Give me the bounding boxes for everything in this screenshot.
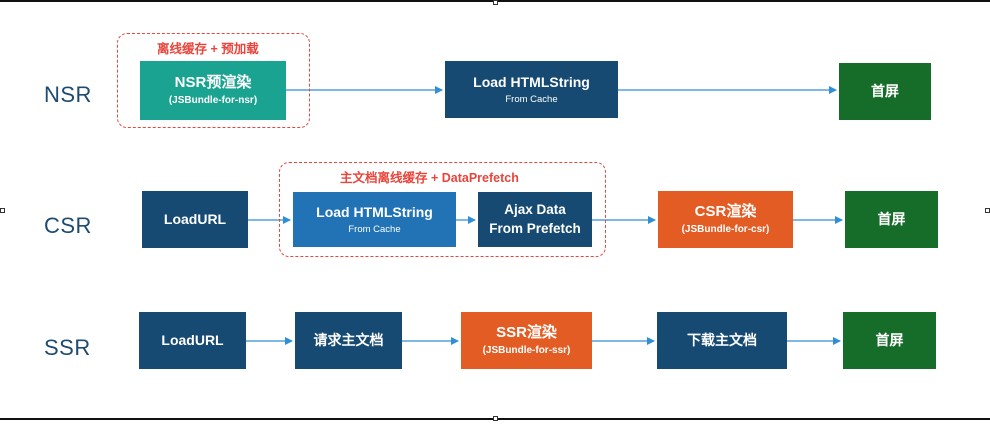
ssr-download-doc-label: 下载主文档 (687, 332, 757, 349)
nsr-offline-group (117, 33, 310, 128)
csr-first-screen-label: 首屏 (877, 211, 906, 228)
ssr-request-doc-box: 请求主文档 (295, 312, 402, 369)
nsr-first-screen-box: 首屏 (839, 63, 931, 120)
ssr-render-sub: (JSBundle-for-ssr) (482, 345, 571, 356)
nsr-load-htmlstring-box: Load HTMLString From Cache (445, 61, 618, 118)
nsr-first-screen-label: 首屏 (871, 83, 899, 100)
nsr-prerender-sub: (JSBundle-for-nsr) (168, 95, 258, 106)
csr-render-box: CSR渲染 (JSBundle-for-csr) (658, 191, 793, 248)
csr-offline-group (279, 162, 606, 257)
nsr-prerender-box: NSR预渲染 (JSBundle-for-nsr) (140, 61, 286, 120)
resize-handle-left[interactable] (0, 208, 5, 213)
ssr-render-title: SSR渲染 (496, 324, 557, 341)
csr-loadurl-label: LoadURL (163, 211, 227, 228)
csr-group-label: 主文档离线缓存 + DataPrefetch (340, 171, 519, 185)
ssr-first-screen-label: 首屏 (875, 332, 904, 349)
nsr-load-title: Load HTMLString (473, 73, 590, 90)
ssr-first-screen-box: 首屏 (843, 312, 936, 369)
ssr-loadurl-label: LoadURL (161, 332, 224, 349)
nsr-group-label: 离线缓存 + 预加载 (157, 42, 259, 56)
row-label-ssr: SSR (44, 335, 91, 360)
ssr-request-doc-label: 请求主文档 (313, 332, 384, 349)
csr-render-sub: (JSBundle-for-csr) (681, 224, 770, 235)
resize-handle-top[interactable] (493, 0, 498, 5)
ssr-download-doc-box: 下载主文档 (657, 312, 787, 369)
row-label-csr: CSR (44, 213, 92, 238)
csr-loadurl-box: LoadURL (142, 191, 248, 248)
resize-handle-bottom[interactable] (493, 416, 498, 421)
csr-load-htmlstring-box: Load HTMLString From Cache (293, 192, 456, 247)
csr-load-sub: From Cache (348, 223, 401, 235)
csr-first-screen-box: 首屏 (845, 191, 938, 248)
csr-ajax-line2: From Prefetch (489, 220, 581, 236)
csr-render-title: CSR渲染 (694, 203, 757, 220)
csr-ajax-data-box: Ajax Data From Prefetch (478, 192, 592, 247)
ssr-loadurl-box: LoadURL (139, 312, 246, 369)
row-label-nsr: NSR (44, 82, 92, 107)
nsr-load-sub: From Cache (505, 93, 558, 105)
ssr-render-box: SSR渲染 (JSBundle-for-ssr) (461, 312, 592, 369)
csr-ajax-line1: Ajax Data (504, 202, 566, 218)
nsr-prerender-title: NSR预渲染 (174, 74, 252, 91)
csr-load-title: Load HTMLString (316, 203, 433, 220)
